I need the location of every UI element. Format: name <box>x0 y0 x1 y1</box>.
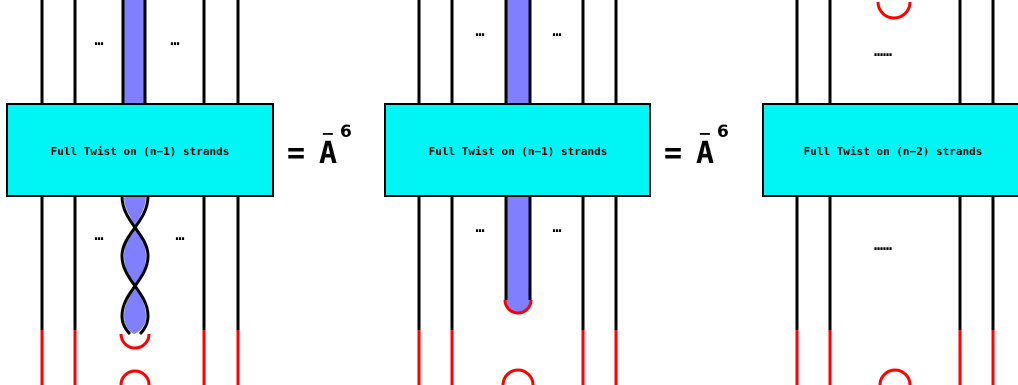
coefficient-bar-2: − <box>698 124 711 143</box>
panel-3: …… …… Full Twist on (n−2) strands <box>762 0 1018 385</box>
strands-bottom <box>795 196 995 330</box>
equals-sign-1: = <box>287 136 305 171</box>
full-twist-box-3 <box>762 103 1018 197</box>
coefficient-2: A <box>696 136 714 171</box>
equals-sign-2: = <box>664 136 682 171</box>
dots-top-left: … <box>94 31 103 49</box>
twisted-band <box>120 195 150 336</box>
strands-top <box>795 0 995 104</box>
dots-bottom-left: … <box>475 218 484 236</box>
exponent-1: 6 <box>340 122 352 142</box>
straight-band <box>506 196 530 312</box>
exponent-2: 6 <box>717 122 729 142</box>
equation-1: = A − 6 <box>287 122 352 171</box>
coefficient-1: A <box>319 136 337 171</box>
coefficient-bar-1: − <box>321 124 334 143</box>
full-twist-box-2 <box>384 103 651 197</box>
red-caps <box>795 330 995 385</box>
box-label-1: Full Twist on (n−1) strands <box>51 145 230 158</box>
dots-top: …… <box>874 42 892 60</box>
strands-top <box>417 0 618 104</box>
strands-top <box>40 0 240 104</box>
dots-bottom-right: … <box>175 226 184 244</box>
dots-top-right: … <box>170 31 179 49</box>
red-caps <box>417 299 618 385</box>
dots-top-left: … <box>475 22 484 40</box>
dots-bottom-right: … <box>552 218 561 236</box>
dots-top-right: … <box>552 22 561 40</box>
dots-bottom: …… <box>874 236 892 254</box>
equation-2: = A − 6 <box>664 122 729 171</box>
full-twist-box-1 <box>6 103 274 197</box>
box-label-2: Full Twist on (n−1) strands <box>429 145 608 158</box>
blue-band-top <box>123 0 145 104</box>
box-label-3: Full Twist on (n−2) strands <box>804 145 983 158</box>
strands-bottom <box>40 196 240 330</box>
strands-bottom <box>417 196 618 330</box>
panel-1: … … … … Full Twist on (n−1) <box>6 0 274 385</box>
red-caps <box>40 330 240 385</box>
red-cap-top <box>876 1 912 20</box>
blue-band-top <box>506 0 530 104</box>
panel-2: … … … … Full Twist on (n−1) strands <box>384 0 651 385</box>
dots-bottom-left: … <box>94 226 103 244</box>
